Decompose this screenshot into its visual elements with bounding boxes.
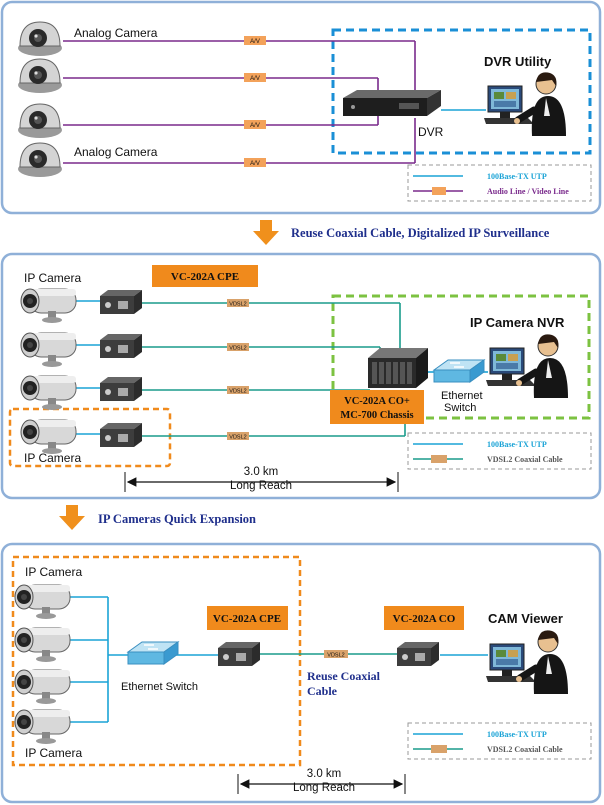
vdsl-converter-icon — [100, 423, 142, 447]
legend-utp: 100Base-TX UTP — [487, 730, 547, 739]
down-arrow-icon — [59, 505, 85, 530]
vdsl-tags-p2: VDSL2 VDSL2 VDSL2 VDSL2 — [227, 299, 249, 441]
legend-av: Audio Line / Video Line — [487, 187, 569, 196]
distance-p2: 3.0 km Long Reach — [124, 466, 399, 492]
expansion-zone — [8, 407, 172, 468]
ip-camera-label: IP Camera — [25, 746, 82, 760]
cpe-label: VC-202A CPE — [171, 271, 239, 283]
nvr-zone — [331, 294, 591, 420]
cam-viewer-title: CAM Viewer — [488, 611, 563, 626]
vdsl-tag-box — [324, 650, 348, 658]
dvr-utility-title: DVR Utility — [484, 54, 552, 69]
vdsl-tag: VDSL2 — [327, 653, 344, 659]
legend-1: 100Base-TX UTP Audio Line / Video Line — [407, 164, 592, 202]
vdsl-converter-icon — [100, 377, 142, 401]
switch-label-line2: Switch — [444, 402, 476, 414]
panel-1 — [0, 0, 602, 215]
legend-utp: 100Base-TX UTP — [487, 440, 547, 449]
distance-label: 3.0 km — [307, 768, 342, 780]
ip-camera-label: IP Camera — [24, 451, 81, 465]
expansion-zone — [11, 555, 302, 767]
legend-3: 100Base-TX UTP VDSL2 Coaxial Cable — [407, 722, 592, 760]
svg-text:VDSL2: VDSL2 — [229, 302, 246, 308]
reuse-coax-label-line2: Cable — [307, 684, 338, 698]
dvr-label: DVR — [418, 125, 444, 139]
analog-camera-label: Analog Camera — [74, 26, 158, 40]
utp-lines-p3 — [68, 596, 488, 723]
co-label: VC-202A CO — [393, 613, 456, 625]
legend-vdsl: VDSL2 Coaxial Cable — [487, 745, 563, 754]
distance-p3: 3.0 km Long Reach — [237, 768, 406, 794]
cpe-badge — [207, 606, 288, 630]
av-tag: A/V — [250, 39, 260, 45]
reach-label: Long Reach — [230, 480, 292, 492]
av-tag: A/V — [250, 76, 260, 82]
ip-camera-label: IP Camera — [25, 565, 82, 579]
cpe-badge — [152, 265, 258, 287]
transition-heading: IP Cameras Quick Expansion — [98, 512, 256, 526]
distance-label: 3.0 km — [244, 466, 279, 478]
analog-camera-label: Analog Camera — [74, 145, 158, 159]
vdsl-converter-icon — [100, 334, 142, 358]
svg-text:VDSL2: VDSL2 — [229, 346, 246, 352]
av-lines — [63, 40, 416, 164]
co-label-line1: VC-202A CO+ — [344, 396, 410, 407]
nvr-chassis-icon — [368, 348, 428, 388]
nvr-title: IP Camera NVR — [470, 315, 565, 330]
co-label-line2: MC-700 Chassis — [340, 410, 413, 421]
reuse-coax-label-line1: Reuse Coaxial — [307, 669, 381, 683]
dvr-utility-zone — [331, 28, 592, 155]
av-tags: A/V A/V A/V A/V — [244, 36, 266, 167]
legend-2: 100Base-TX UTP VDSL2 Coaxial Cable — [407, 432, 592, 470]
co-badge — [384, 606, 464, 630]
ip-camera-label: IP Camera — [24, 271, 81, 285]
cpe-label: VC-202A CPE — [213, 613, 281, 625]
svg-text:VDSL2: VDSL2 — [229, 389, 246, 395]
vdsl-converter-icon — [397, 642, 439, 666]
co-badge — [330, 390, 424, 424]
vdsl-converter-icon — [100, 290, 142, 314]
svg-text:VDSL2: VDSL2 — [229, 435, 246, 441]
switch-label-line1: Ethernet — [441, 390, 483, 402]
legend-vdsl: VDSL2 Coaxial Cable — [487, 455, 563, 464]
switch-label: Ethernet Switch — [121, 681, 198, 693]
legend-utp: 100Base-TX UTP — [487, 172, 547, 181]
down-arrow-icon — [253, 220, 279, 245]
av-tag: A/V — [250, 123, 260, 129]
av-tag: A/V — [250, 161, 260, 167]
reach-label: Long Reach — [293, 782, 355, 794]
dvr-icon — [343, 90, 441, 116]
vdsl-converter-icon — [218, 642, 260, 666]
transition-heading: Reuse Coaxial Cable, Digitalized IP Surv… — [291, 226, 550, 240]
